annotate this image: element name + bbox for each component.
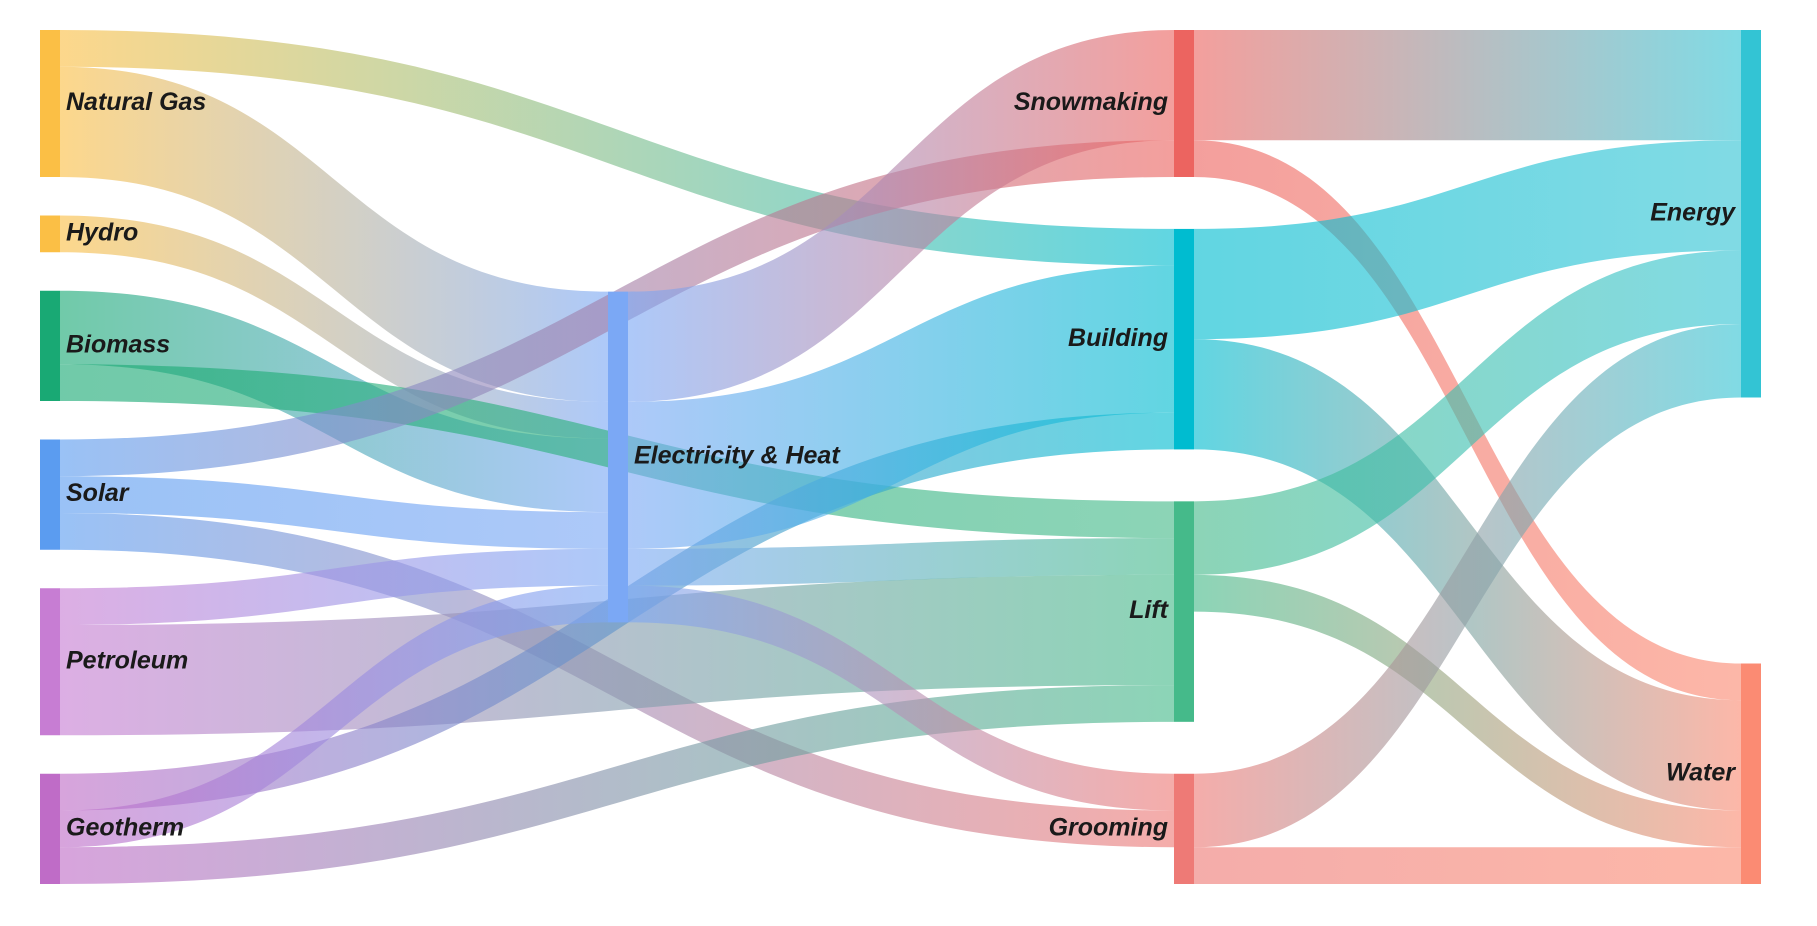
link-natural-gas-to-building bbox=[60, 30, 1174, 266]
link-lift-to-energy bbox=[1194, 250, 1741, 575]
node-solar bbox=[40, 439, 60, 550]
node-biomass bbox=[40, 290, 60, 401]
link-natural-gas-to-elec-heat bbox=[60, 66, 608, 402]
node-grooming bbox=[1174, 773, 1194, 884]
link-elec-heat-to-snowmaking bbox=[628, 30, 1174, 402]
node-label-solar: Solar bbox=[66, 479, 130, 507]
labels-layer: Natural GasHydroBiomassSolarPetroleumGeo… bbox=[66, 88, 1736, 841]
node-label-elec-heat: Electricity & Heat bbox=[634, 442, 841, 470]
links-layer bbox=[60, 30, 1741, 884]
link-geotherm-to-lift bbox=[60, 685, 1174, 884]
node-hydro bbox=[40, 215, 60, 253]
node-natural-gas bbox=[40, 30, 60, 177]
link-elec-heat-to-grooming bbox=[628, 585, 1174, 811]
node-label-natural-gas: Natural Gas bbox=[66, 88, 206, 116]
link-building-to-energy bbox=[1194, 140, 1741, 340]
node-energy bbox=[1741, 30, 1761, 398]
node-label-petroleum: Petroleum bbox=[66, 646, 188, 674]
node-label-lift: Lift bbox=[1129, 596, 1170, 624]
node-water bbox=[1741, 663, 1761, 884]
link-grooming-to-energy bbox=[1194, 324, 1741, 848]
link-elec-heat-to-lift bbox=[628, 538, 1174, 586]
node-building bbox=[1174, 228, 1194, 450]
node-label-snowmaking: Snowmaking bbox=[1014, 88, 1168, 116]
link-solar-to-elec-heat bbox=[60, 476, 608, 549]
node-snowmaking bbox=[1174, 30, 1194, 177]
node-label-biomass: Biomass bbox=[66, 330, 170, 358]
nodes-layer bbox=[40, 30, 1761, 884]
node-label-geotherm: Geotherm bbox=[66, 813, 184, 841]
node-label-grooming: Grooming bbox=[1049, 813, 1168, 841]
node-label-water: Water bbox=[1666, 758, 1736, 786]
node-label-hydro: Hydro bbox=[66, 218, 138, 246]
link-lift-to-water bbox=[1194, 574, 1741, 848]
link-geotherm-to-elec-heat bbox=[60, 585, 608, 848]
link-petroleum-to-elec-heat bbox=[60, 548, 608, 625]
node-elec-heat bbox=[608, 291, 628, 623]
node-lift bbox=[1174, 501, 1194, 722]
node-label-building: Building bbox=[1068, 324, 1168, 352]
node-petroleum bbox=[40, 588, 60, 736]
node-label-energy: Energy bbox=[1650, 198, 1736, 226]
link-snowmaking-to-energy bbox=[1194, 30, 1741, 141]
node-geotherm bbox=[40, 773, 60, 884]
link-elec-heat-to-building bbox=[628, 265, 1174, 549]
link-grooming-to-water bbox=[1194, 847, 1741, 884]
